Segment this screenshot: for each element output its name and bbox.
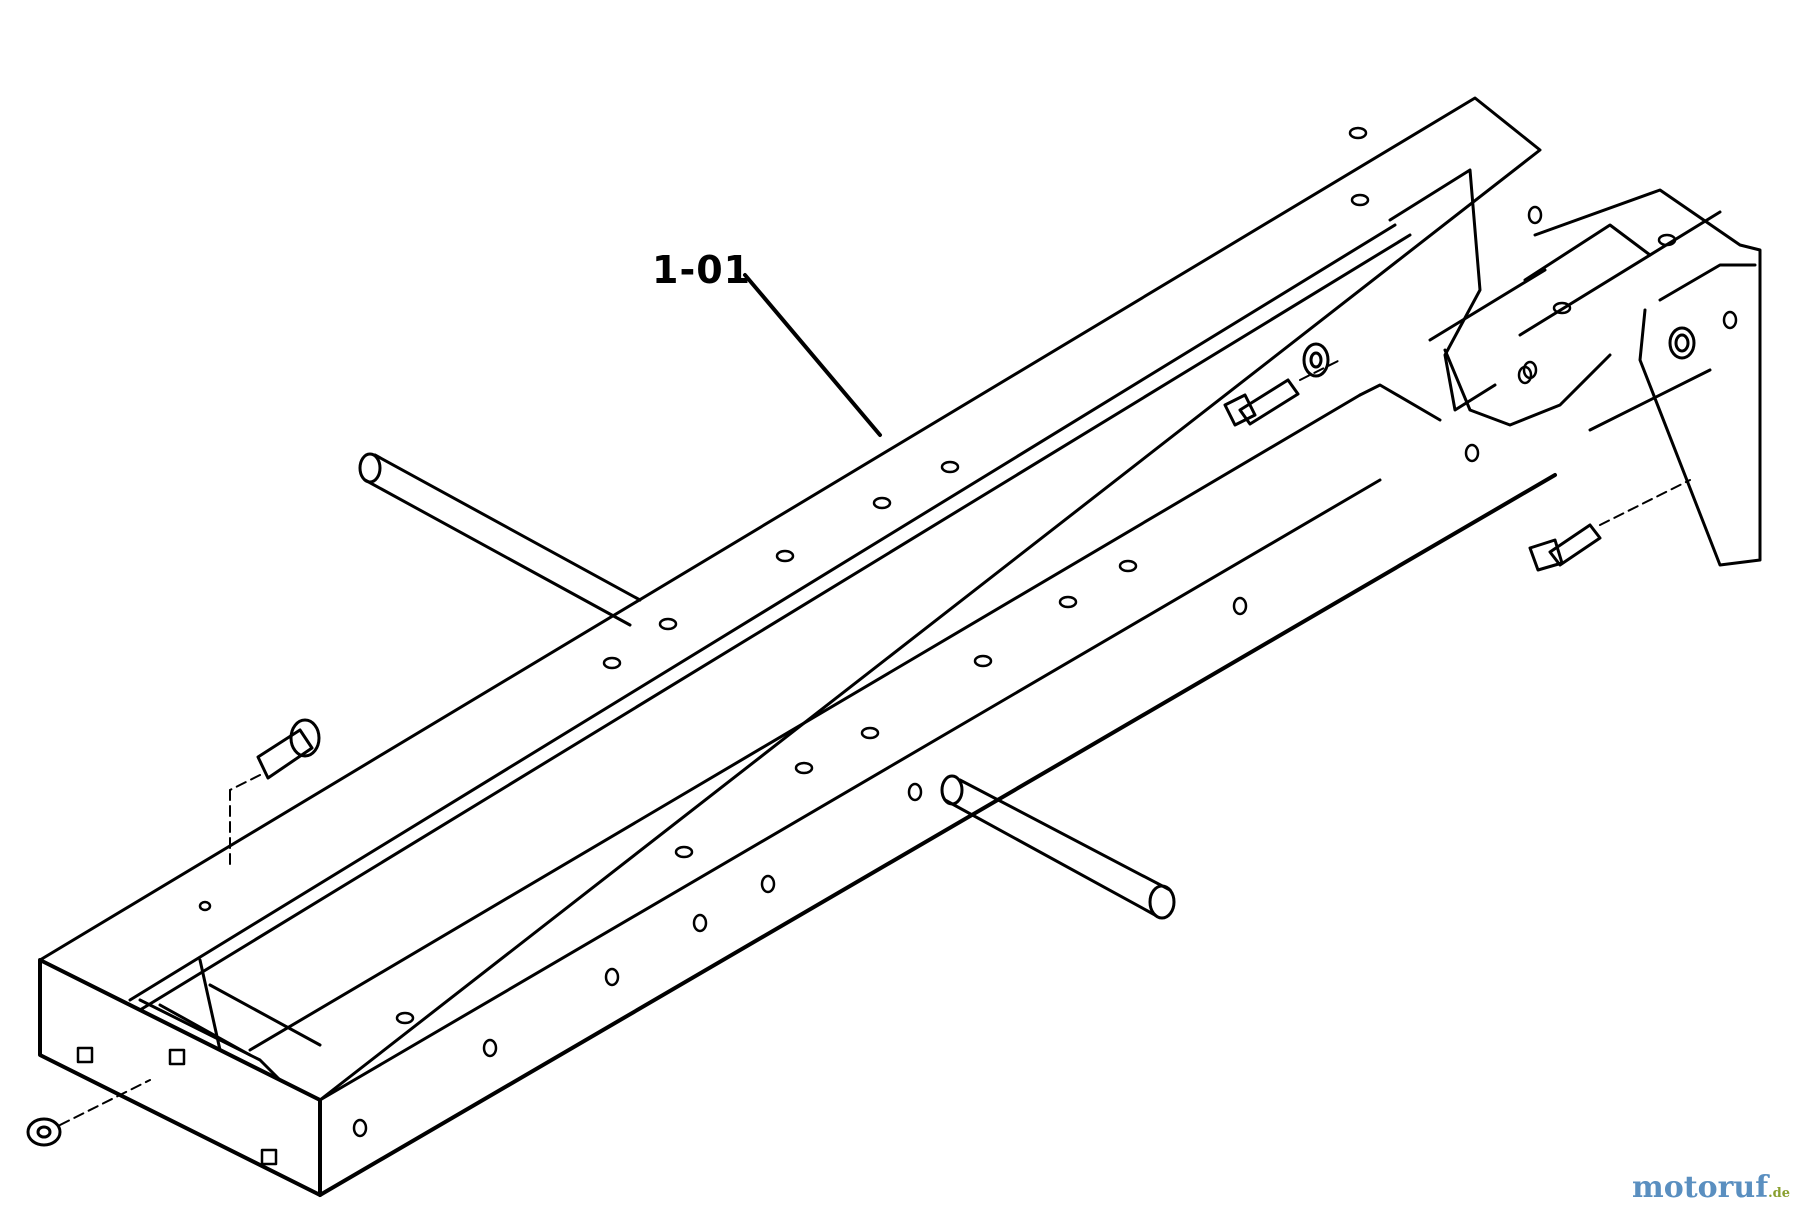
- watermark-tld: .de: [1768, 1186, 1791, 1201]
- part-leader-line: [743, 273, 882, 437]
- watermark-name: motoruf: [1632, 1170, 1769, 1205]
- hex-nut: [26, 1079, 151, 1147]
- carriage-bolt: [229, 718, 321, 871]
- frame-holes: [76, 126, 1738, 1166]
- watermark-logo: motoruf.de: [1632, 1170, 1790, 1205]
- rear-bracket: [1358, 168, 1762, 567]
- hex-bolt-bracket: [1528, 479, 1691, 572]
- hex-bolt-rear: [1223, 342, 1341, 427]
- part-number-label: 1-01: [652, 248, 752, 292]
- axle-rod-lower: [940, 774, 1176, 920]
- axle-rod-upper: [358, 452, 642, 627]
- main-frame: [38, 96, 1557, 1197]
